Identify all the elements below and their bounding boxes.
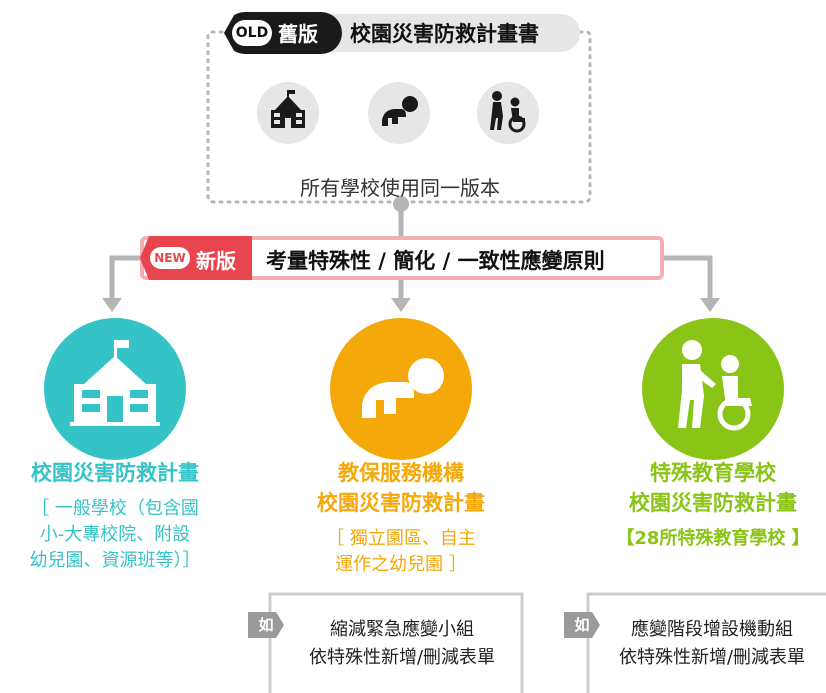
- plan-preschool-scope: ［ 獨立園區、自主 運作之幼兒園 ］: [286, 526, 516, 578]
- plan-special-title: 特殊教育學校 校園災害防救計畫: [598, 458, 826, 518]
- note-preschool: 縮減緊急應變小組 依特殊性新增/刪減表單: [282, 616, 522, 672]
- school-icon: [44, 318, 186, 460]
- old-caption: 所有學校使用同一版本: [300, 176, 500, 200]
- plan-preschool-title: 教保服務機構 校園災害防救計畫: [286, 458, 516, 518]
- new-badge: NEW: [150, 247, 190, 269]
- plan-title-line: 教保服務機構: [338, 461, 464, 485]
- plan-general-title: 校園災害防救計畫: [0, 458, 230, 488]
- wheelchair-assist-icon: [642, 318, 784, 460]
- plan-scope-line: 小-大專校院、附設: [39, 524, 191, 545]
- plan-scope-line: 幼兒園、資源班等）］: [29, 550, 201, 571]
- old-badge: OLD: [232, 20, 272, 46]
- plan-title-line: 特殊教育學校: [650, 461, 776, 485]
- plan-scope-line: 【28所特殊教育學校 】: [616, 528, 810, 549]
- old-label: 舊版: [278, 22, 318, 46]
- plan-scope-line: ［ 一般學校（包含國: [31, 498, 199, 519]
- plan-scope-line: 運作之幼兒園 ］: [335, 554, 467, 575]
- wheelchair-assist-icon: [477, 82, 539, 144]
- plan-special-scope: 【28所特殊教育學校 】: [598, 526, 826, 552]
- plan-title-line: 校園災害防救計畫: [317, 491, 485, 515]
- school-icon: [257, 82, 319, 144]
- note-line: 縮減緊急應變小組: [330, 619, 474, 640]
- plan-title-line: 校園災害防救計畫: [31, 461, 199, 485]
- old-title: 校園災害防救計畫書: [350, 22, 539, 46]
- note-tag: 如: [248, 612, 284, 638]
- crawling-baby-icon: [368, 82, 430, 144]
- new-title: 考量特殊性 / 簡化 / 一致性應變原則: [266, 249, 605, 273]
- plan-general-scope: ［ 一般學校（包含國 小-大專校院、附設 幼兒園、資源班等）］: [0, 496, 230, 574]
- note-special: 應變階段增設機動組 依特殊性新增/刪減表單: [598, 616, 826, 672]
- new-label: 新版: [196, 249, 236, 273]
- note-line: 依特殊性新增/刪減表單: [308, 647, 496, 668]
- note-line: 應變階段增設機動組: [631, 619, 793, 640]
- note-line: 依特殊性新增/刪減表單: [618, 647, 806, 668]
- note-tag: 如: [564, 612, 600, 638]
- plan-scope-line: ［ 獨立園區、自主: [326, 528, 476, 549]
- plan-title-line: 校園災害防救計畫: [629, 491, 797, 515]
- crawling-baby-icon: [330, 318, 472, 460]
